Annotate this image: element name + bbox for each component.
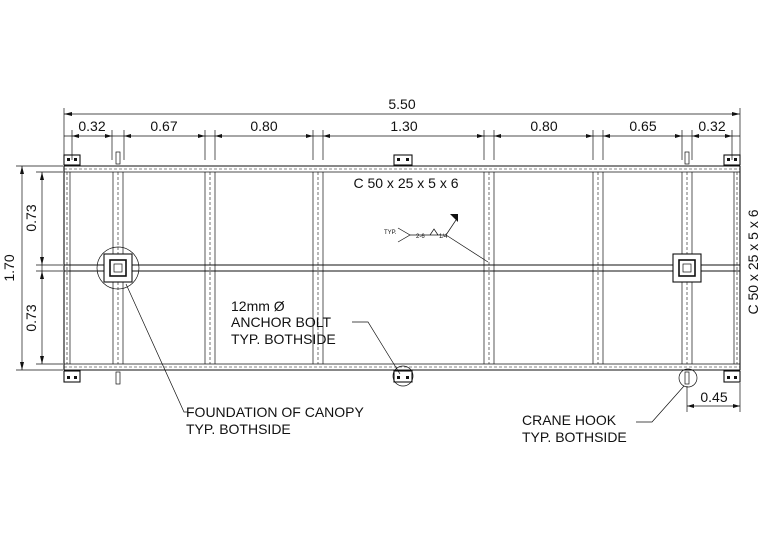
segment-3-label: 0.80 xyxy=(250,118,277,134)
crane-hooks xyxy=(115,151,690,385)
height-bottom-label: 0.73 xyxy=(23,304,39,331)
anchor-bolt-line2: ANCHOR BOLT xyxy=(231,314,332,330)
canopy-foundation-left xyxy=(96,246,140,290)
segment-2-label: 0.67 xyxy=(150,118,177,134)
hook-offset-label: 0.45 xyxy=(700,389,727,405)
crane-hook-top-right xyxy=(684,151,690,165)
partial-height-dimensions xyxy=(36,171,63,365)
segment-1-label: 0.32 xyxy=(78,118,105,134)
frame-structure xyxy=(63,165,741,371)
plate-top-center xyxy=(393,154,413,166)
canopy-foundation-right xyxy=(672,253,702,283)
weld-size-label: 2-6 xyxy=(416,234,425,240)
segment-5-label: 0.80 xyxy=(530,118,557,134)
vertical-member-2 xyxy=(204,172,216,364)
hook-offset-dimension xyxy=(686,383,741,412)
segment-7-label: 0.32 xyxy=(698,118,725,134)
overall-width-label: 5.50 xyxy=(388,96,415,112)
overall-height-label: 1.70 xyxy=(1,254,17,281)
height-top-label: 0.73 xyxy=(23,204,39,231)
crane-hook-bottom-right xyxy=(684,371,690,385)
segment-6-label: 0.65 xyxy=(629,118,656,134)
foundation-line1: FOUNDATION OF CANOPY xyxy=(186,404,365,420)
weld-symbol xyxy=(397,214,489,263)
overall-width-dimension xyxy=(63,108,741,165)
weld-typ-label: TYP. xyxy=(384,230,397,236)
top-channel-label: C 50 x 25 x 5 x 6 xyxy=(353,175,458,191)
crane-hook-top-left xyxy=(115,151,121,165)
anchor-bolt-leader xyxy=(352,321,414,387)
weld-pitch-label: 1/4 xyxy=(439,234,448,240)
crane-hook-bottom-left xyxy=(115,371,121,385)
crane-hook-line1: CRANE HOOK xyxy=(522,412,617,428)
plate-bottom-center xyxy=(393,370,413,383)
overall-height-dimension xyxy=(16,165,63,371)
segment-dimension-chain xyxy=(64,130,740,160)
foundation-line2: TYP. BOTHSIDE xyxy=(186,421,291,437)
segment-4-label: 1.30 xyxy=(390,118,417,134)
plate-bottom-left xyxy=(63,370,81,383)
vertical-member-4 xyxy=(483,172,495,364)
vertical-members xyxy=(112,172,693,364)
plate-bottom-right xyxy=(723,370,741,383)
anchor-bolt-line3: TYP. BOTHSIDE xyxy=(231,331,336,347)
foundation-leader xyxy=(125,283,188,413)
crane-hook-line2: TYP. BOTHSIDE xyxy=(522,429,627,445)
vertical-member-3 xyxy=(312,172,324,364)
crane-hook-leader xyxy=(636,368,698,423)
vertical-member-5 xyxy=(592,172,604,364)
side-channel-label: C 50 x 25 x 5 x 6 xyxy=(745,209,761,314)
anchor-bolt-line1: 12mm Ø xyxy=(231,298,285,314)
